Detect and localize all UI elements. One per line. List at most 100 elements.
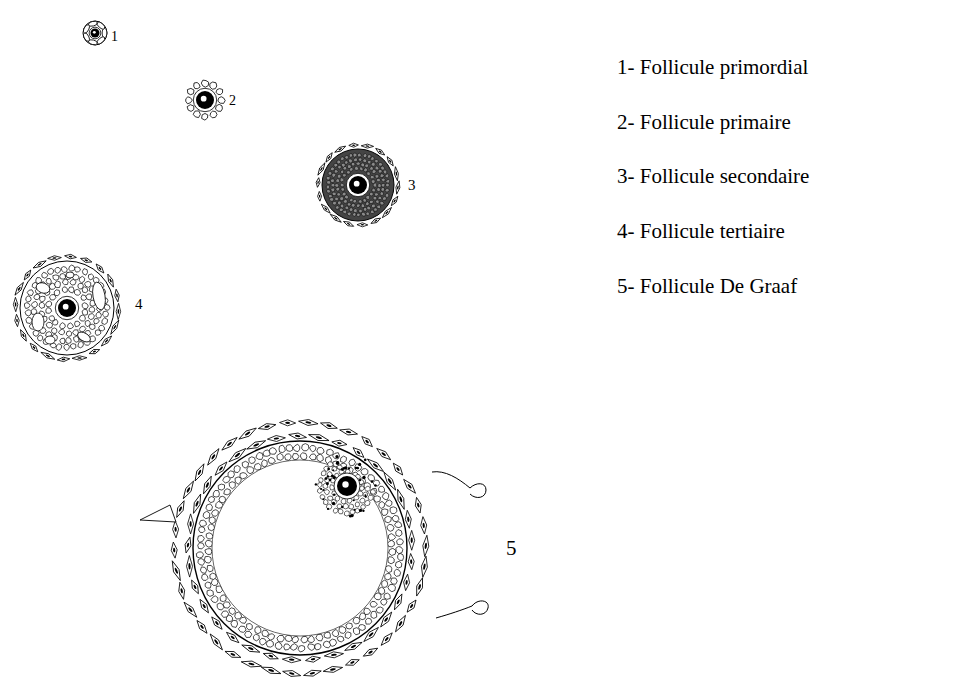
granulosa-cell [336, 187, 340, 191]
granulosa-cell [75, 321, 81, 327]
granulosa-cell [95, 330, 101, 336]
granulosa-cell [229, 608, 236, 615]
granulosa-cell [337, 174, 341, 178]
granulosa-cell [355, 508, 360, 513]
granulosa-cell [199, 527, 205, 533]
granulosa-cell [357, 213, 361, 217]
theca-nucleus [98, 267, 102, 271]
granulosa-cell [323, 641, 331, 648]
theca-cell-outline [351, 445, 366, 459]
granulosa-cell [78, 342, 84, 348]
theca-cell [303, 668, 322, 678]
granulosa-cell [219, 496, 226, 503]
theca-cell [343, 640, 363, 654]
theca-nucleus [411, 537, 413, 543]
granulosa-cell [245, 631, 252, 637]
granulosa-cell [262, 630, 269, 637]
theca-nucleus [118, 309, 120, 314]
theca-nucleus [244, 431, 250, 436]
theca-nucleus [174, 527, 176, 532]
tertiary-follicle [13, 254, 121, 363]
granulosa-cell [383, 170, 387, 174]
granulosa-cell [238, 626, 246, 632]
theca-nucleus [202, 604, 206, 609]
theca-cell-outline [13, 297, 18, 312]
granulosa-cell [207, 565, 213, 571]
theca-cell-outline [315, 177, 320, 187]
callout-number: 1 [111, 30, 118, 44]
granulosa-cell [385, 174, 389, 178]
granulosa-cell [254, 463, 261, 470]
theca-cell-outline [213, 460, 229, 477]
theca-cell-outline [182, 600, 199, 619]
theca-nucleus [104, 339, 108, 343]
granulosa-cell [391, 578, 398, 584]
theca-cell-outline [408, 553, 415, 570]
theca-cell-outline [192, 462, 206, 482]
granulosa-cell [256, 452, 263, 459]
legend-entry: 2- Follicule primaire [617, 112, 791, 133]
granulosa-cell [360, 167, 364, 171]
granulosa-cell [390, 507, 397, 514]
theca-nucleus [350, 661, 355, 665]
granulosa-cell [198, 543, 205, 549]
graafian-follicle [140, 418, 488, 678]
theca-nucleus [347, 223, 351, 226]
theca-cell [315, 177, 320, 187]
cumulus-speck [335, 455, 338, 458]
theca-cell [182, 600, 199, 619]
theca-nucleus [295, 435, 301, 438]
theca-nucleus [230, 652, 236, 656]
theca-cell-outline [172, 521, 179, 538]
theca-cell-outline [344, 657, 360, 668]
granulosa-cell [373, 480, 380, 486]
theca-cell [47, 255, 61, 260]
theca-nucleus [234, 452, 240, 458]
granulosa-cell [395, 561, 401, 568]
theca-nucleus [384, 637, 389, 642]
granulosa-cell [68, 287, 74, 293]
granulosa-cell [199, 520, 206, 526]
granulosa-cell [373, 183, 377, 187]
granulosa-cell [55, 281, 61, 288]
granulosa-cell [347, 171, 351, 174]
granulosa-cell [229, 482, 235, 489]
granulosa-cell [381, 166, 385, 170]
granulosa-cell [371, 611, 377, 618]
theca-nucleus [319, 195, 321, 198]
granulosa-cell [209, 517, 215, 524]
granulosa-cell [67, 323, 73, 329]
callout-number: 3 [408, 178, 416, 193]
granulosa-cell [330, 167, 334, 171]
granulosa-cell [327, 449, 334, 455]
theca-cell [282, 656, 301, 663]
theca-nucleus [311, 658, 316, 661]
granulosa-cell [366, 202, 370, 206]
theca-cell-outline [114, 289, 120, 302]
theca-cell [114, 289, 120, 302]
granulosa-cell [376, 200, 380, 204]
granulosa-cell [320, 495, 325, 500]
theca-nucleus [289, 658, 295, 660]
granulosa-cell [266, 640, 273, 647]
oocyte-nucleus [63, 304, 69, 310]
theca-cell-outline [177, 582, 187, 600]
cumulus-speck [315, 483, 317, 485]
theca-cell [13, 297, 18, 312]
granulosa-cell [211, 596, 218, 603]
theca-nucleus [173, 548, 176, 553]
theca-nucleus [399, 496, 403, 503]
granulosa-cell [398, 553, 404, 560]
granulosa-cell [345, 156, 349, 160]
theca-nucleus [423, 563, 426, 570]
theca-cell [209, 615, 224, 631]
oocyte [337, 476, 357, 496]
granulosa-cell [326, 189, 330, 193]
granulosa-cell [59, 329, 65, 335]
granulosa-cell [88, 274, 93, 280]
granulosa-cell [324, 632, 330, 638]
granulosa-cell [317, 488, 322, 493]
granulosa-cell [54, 290, 60, 296]
